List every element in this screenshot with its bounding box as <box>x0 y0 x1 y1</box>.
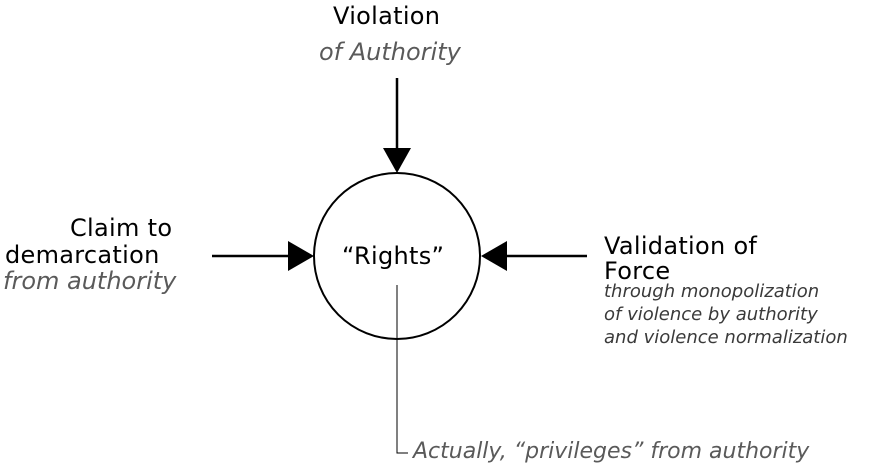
right-arrow-head <box>481 241 507 271</box>
center-label: “Rights” <box>342 242 445 270</box>
right-title-line1: Validation of <box>604 232 758 260</box>
bottom-connector <box>396 285 408 454</box>
right-subtitle-line1: through monopolization <box>604 281 820 302</box>
left-arrow-head <box>288 241 314 271</box>
top-subtitle: of Authority <box>319 38 461 66</box>
left-title-line1: Claim to <box>70 214 173 242</box>
top-title: Violation <box>333 2 441 30</box>
top-arrow-head <box>383 148 411 173</box>
left-title-line2: demarcation <box>5 241 160 269</box>
right-subtitle-line3: and violence normalization <box>604 327 848 348</box>
left-subtitle: from authority <box>3 267 177 295</box>
right-subtitle-line2: of violence by authority <box>604 304 818 325</box>
bottom-note: Actually, “privileges” from authority <box>413 439 810 464</box>
right-title-line2: Force <box>604 257 671 285</box>
